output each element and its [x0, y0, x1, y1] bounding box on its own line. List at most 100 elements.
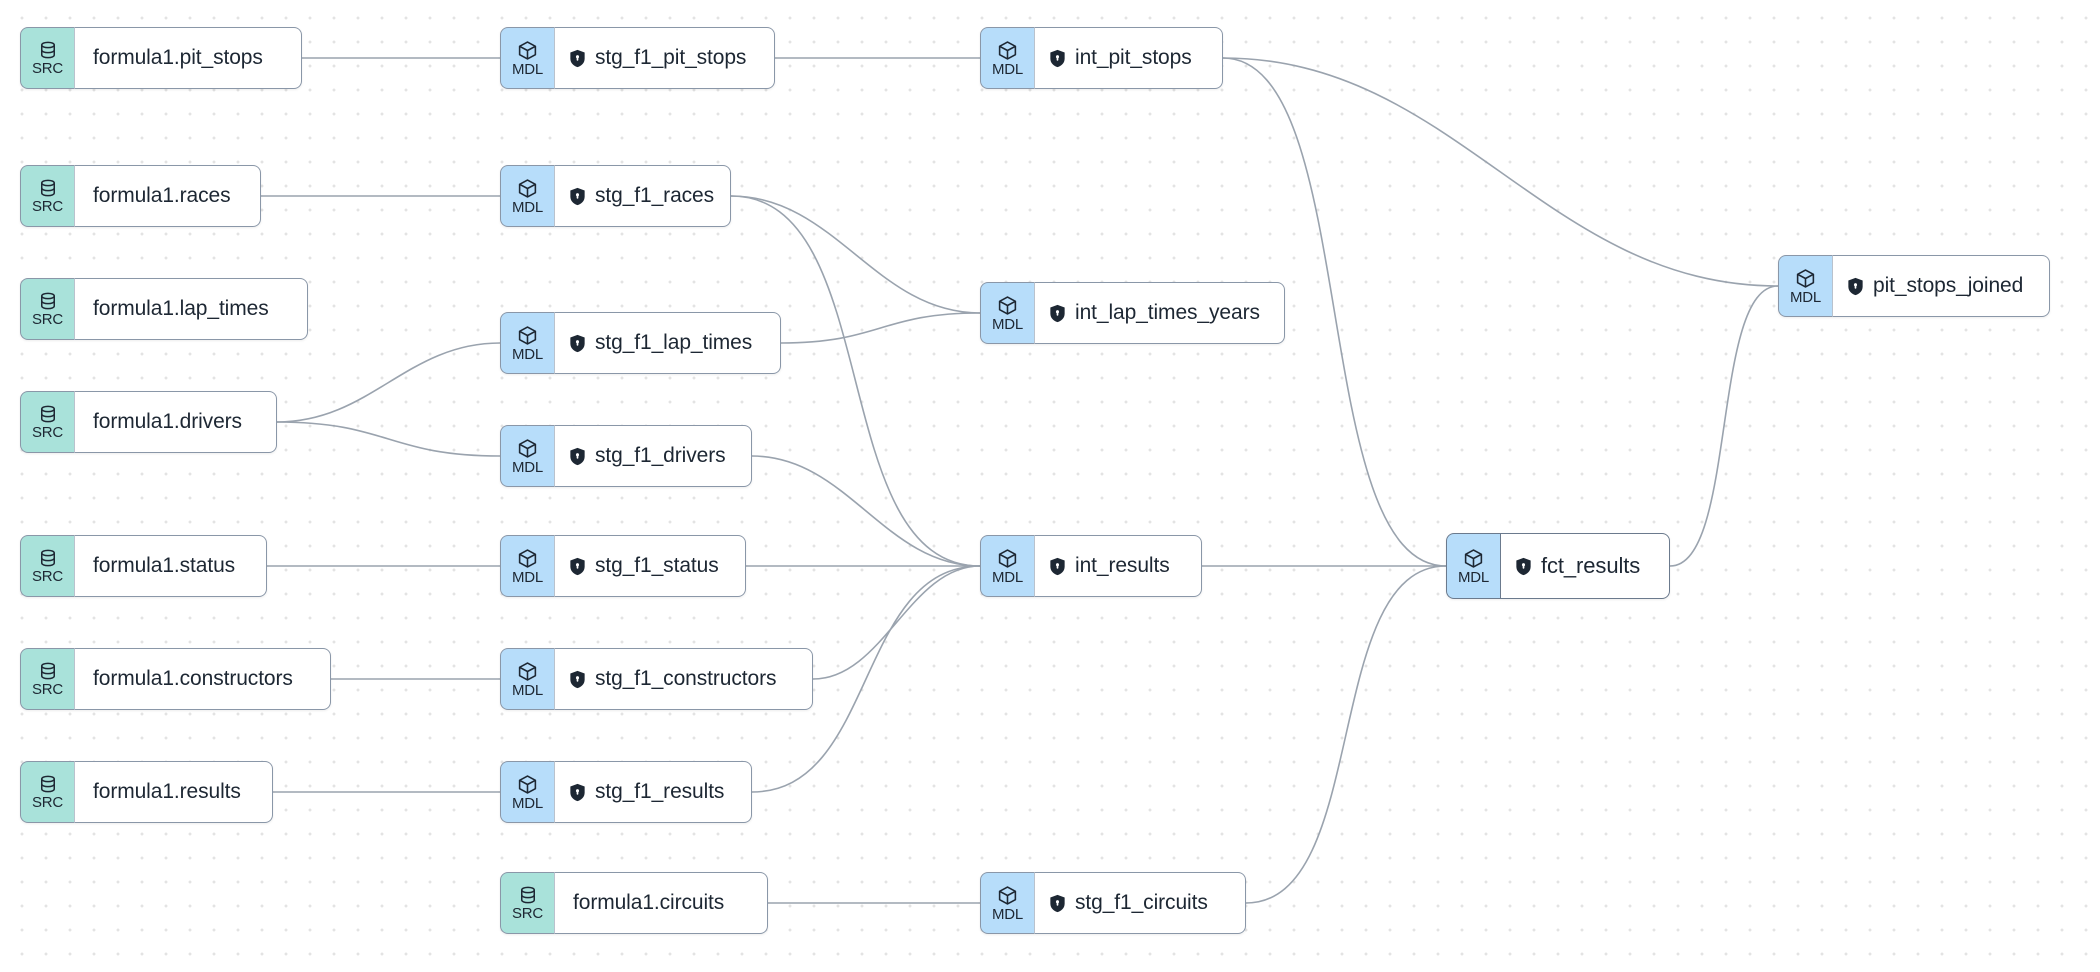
- graph-node-stg_races[interactable]: MDL stg_f1_races: [500, 165, 732, 227]
- node-label: stg_f1_status: [595, 554, 719, 577]
- node-body[interactable]: formula1.pit_stops: [74, 27, 302, 89]
- shield-lock-icon: [569, 670, 586, 689]
- source-badge: SRC: [20, 648, 74, 710]
- badge-label: SRC: [31, 794, 64, 811]
- cube-icon: [517, 661, 538, 682]
- node-body[interactable]: formula1.drivers: [74, 391, 277, 453]
- node-body[interactable]: stg_f1_results: [554, 761, 752, 823]
- model-badge: MDL: [1446, 533, 1500, 599]
- badge-label: MDL: [991, 315, 1024, 333]
- node-body[interactable]: fct_results: [1500, 533, 1670, 599]
- badge-label: MDL: [511, 458, 544, 476]
- node-body[interactable]: stg_f1_drivers: [554, 425, 752, 487]
- node-body[interactable]: int_pit_stops: [1034, 27, 1223, 89]
- graph-node-int_pit_stops[interactable]: MDL int_pit_stops: [980, 27, 1223, 89]
- node-body[interactable]: stg_f1_status: [554, 535, 746, 597]
- node-body[interactable]: formula1.races: [74, 165, 261, 227]
- model-badge: MDL: [500, 27, 554, 89]
- node-body[interactable]: stg_f1_constructors: [554, 648, 813, 710]
- graph-node-stg_results[interactable]: MDL stg_f1_results: [500, 761, 752, 823]
- node-label: formula1.status: [93, 554, 236, 577]
- graph-node-int_results[interactable]: MDL int_results: [980, 535, 1202, 597]
- shield-lock-icon: [1049, 304, 1066, 323]
- shield-lock-icon: [1049, 49, 1066, 68]
- graph-node-fct_results[interactable]: MDL fct_results: [1446, 533, 1670, 599]
- node-body[interactable]: formula1.circuits: [554, 872, 768, 934]
- node-label: formula1.drivers: [93, 410, 242, 433]
- graph-node-stg_drivers[interactable]: MDL stg_f1_drivers: [500, 425, 752, 487]
- node-label: int_lap_times_years: [1075, 301, 1260, 324]
- node-body[interactable]: stg_f1_pit_stops: [554, 27, 775, 89]
- node-label: stg_f1_races: [595, 184, 715, 207]
- graph-node-src_status[interactable]: SRC formula1.status: [20, 535, 267, 597]
- badge-label: SRC: [31, 681, 64, 698]
- graph-node-src_circuits[interactable]: SRC formula1.circuits: [500, 872, 768, 934]
- shield-lock-icon: [569, 334, 586, 353]
- node-body[interactable]: int_results: [1034, 535, 1202, 597]
- graph-node-stg_constructors[interactable]: MDL stg_f1_constructors: [500, 648, 813, 710]
- graph-node-src_results[interactable]: SRC formula1.results: [20, 761, 273, 823]
- node-body[interactable]: formula1.status: [74, 535, 267, 597]
- badge-label: SRC: [511, 905, 544, 922]
- model-badge: MDL: [980, 535, 1034, 597]
- shield-lock-icon: [569, 783, 586, 802]
- node-label: int_results: [1075, 554, 1170, 577]
- cube-icon: [517, 40, 538, 61]
- graph-node-src_constructors[interactable]: SRC formula1.constructors: [20, 648, 331, 710]
- model-badge: MDL: [500, 165, 554, 227]
- database-icon: [38, 548, 58, 568]
- source-badge: SRC: [20, 391, 74, 453]
- node-body[interactable]: stg_f1_races: [554, 165, 732, 227]
- model-badge: MDL: [500, 648, 554, 710]
- graph-node-stg_pit_stops[interactable]: MDL stg_f1_pit_stops: [500, 27, 775, 89]
- node-label: pit_stops_joined: [1873, 274, 2024, 297]
- model-badge: MDL: [980, 282, 1034, 344]
- badge-label: MDL: [991, 568, 1024, 586]
- node-label: stg_f1_constructors: [595, 667, 777, 690]
- node-label: stg_f1_results: [595, 780, 725, 803]
- badge-label: MDL: [511, 345, 544, 363]
- node-body[interactable]: formula1.results: [74, 761, 273, 823]
- node-body[interactable]: formula1.lap_times: [74, 278, 308, 340]
- node-label: stg_f1_pit_stops: [595, 46, 747, 69]
- cube-icon: [997, 295, 1018, 316]
- node-body[interactable]: int_lap_times_years: [1034, 282, 1285, 344]
- graph-node-stg_lap_times[interactable]: MDL stg_f1_lap_times: [500, 312, 781, 374]
- source-badge: SRC: [20, 165, 74, 227]
- graph-node-int_lap_times_years[interactable]: MDL int_lap_times_years: [980, 282, 1285, 344]
- node-label: formula1.races: [93, 184, 231, 207]
- model-badge: MDL: [980, 872, 1034, 934]
- badge-label: MDL: [511, 681, 544, 699]
- badge-label: MDL: [511, 794, 544, 812]
- node-label: fct_results: [1541, 553, 1641, 578]
- cube-icon: [997, 885, 1018, 906]
- node-label: stg_f1_lap_times: [595, 331, 753, 354]
- database-icon: [518, 885, 538, 905]
- badge-label: MDL: [511, 60, 544, 78]
- node-body[interactable]: stg_f1_lap_times: [554, 312, 781, 374]
- node-label: formula1.lap_times: [93, 297, 269, 320]
- shield-lock-icon: [569, 557, 586, 576]
- graph-node-src_drivers[interactable]: SRC formula1.drivers: [20, 391, 277, 453]
- graph-node-src_races[interactable]: SRC formula1.races: [20, 165, 261, 227]
- badge-label: MDL: [511, 198, 544, 216]
- node-body[interactable]: formula1.constructors: [74, 648, 331, 710]
- database-icon: [38, 404, 58, 424]
- shield-lock-icon: [1049, 557, 1066, 576]
- source-badge: SRC: [20, 535, 74, 597]
- model-badge: MDL: [500, 425, 554, 487]
- badge-label: MDL: [991, 60, 1024, 78]
- cube-icon: [517, 774, 538, 795]
- node-body[interactable]: pit_stops_joined: [1832, 255, 2050, 317]
- badge-label: SRC: [31, 568, 64, 585]
- source-badge: SRC: [20, 27, 74, 89]
- node-body[interactable]: stg_f1_circuits: [1034, 872, 1246, 934]
- node-label: formula1.results: [93, 780, 241, 803]
